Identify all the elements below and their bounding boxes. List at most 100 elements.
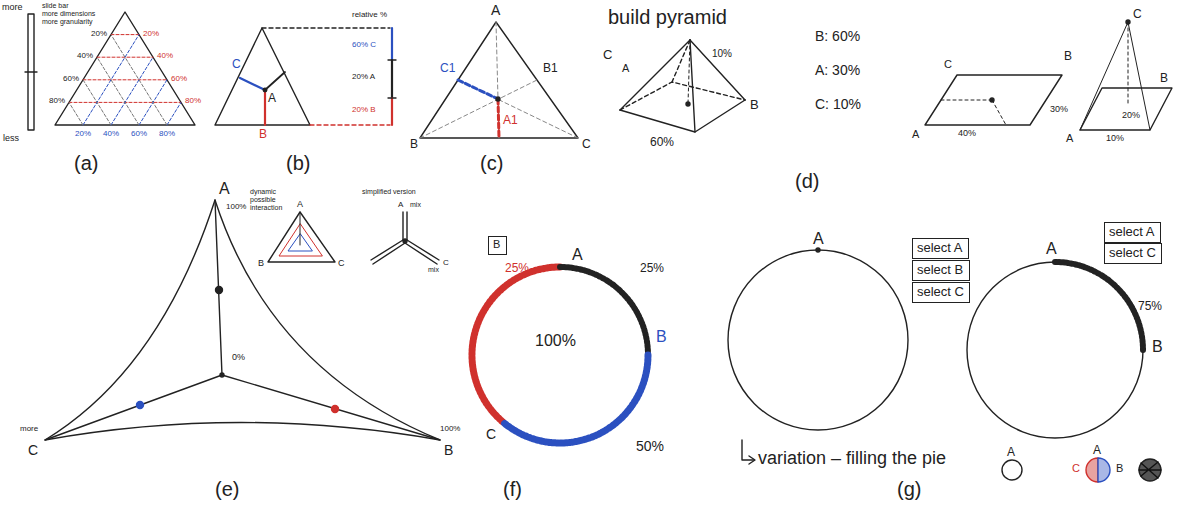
sketch-label: 60% C <box>352 40 376 49</box>
panel-caption: (d) <box>795 170 819 193</box>
sketch-label: 60% <box>63 74 79 83</box>
button-box: select A <box>1104 222 1161 243</box>
sketch-label: B <box>1160 72 1168 86</box>
triangle-medians <box>420 22 578 138</box>
sketch-label: A <box>398 200 403 209</box>
panel-caption: (e) <box>215 478 239 501</box>
sketch-label: B <box>656 328 667 346</box>
sketch-label: 40% <box>77 51 93 60</box>
sketch-label: B <box>444 442 453 458</box>
sketch-label: 80% <box>159 129 175 138</box>
sketch-label: variation – filling the pie <box>758 448 946 469</box>
sketch-label: C <box>486 426 496 442</box>
sketch-label: A <box>572 246 583 264</box>
sketch-label: 80% <box>49 96 65 105</box>
sketch-label: 80% <box>185 96 201 105</box>
sketch-label: C <box>603 48 612 63</box>
sketch-label: B <box>1064 50 1072 64</box>
sketch-label: 100% <box>535 332 576 350</box>
button-text: select A <box>917 240 963 256</box>
ternary-grid <box>55 12 195 125</box>
sketch-label: less <box>3 133 19 143</box>
sketch-label: mix <box>428 266 439 274</box>
sketch-label: more dimensions <box>42 10 95 18</box>
sketch-label: C <box>1133 8 1142 22</box>
sketch-label: more granularity <box>42 18 93 26</box>
sketch-label: mix <box>410 201 421 209</box>
small-pies <box>1002 458 1161 482</box>
sketch-label: B <box>259 128 267 142</box>
button-text: select C <box>1109 245 1156 261</box>
sketch-label: 60% <box>131 129 147 138</box>
sketch-label: 60% <box>171 74 187 83</box>
sketch-label: 25% <box>505 262 529 276</box>
sketch-label: more <box>2 2 23 12</box>
sketch-label: 20% <box>75 129 91 138</box>
sketch-label: B <box>1116 462 1123 475</box>
sketch-label: B <box>410 138 418 152</box>
sketch-label: A <box>912 128 919 141</box>
button-box: B <box>488 236 507 255</box>
nested-triangles <box>268 212 335 262</box>
button-box: select C <box>912 282 970 303</box>
button-box: select C <box>1104 243 1162 264</box>
sketch-label: more <box>20 424 38 433</box>
sketch-label: 25% <box>640 262 664 276</box>
pyramid-sketch <box>620 40 745 132</box>
sketch-label: A1 <box>503 114 518 128</box>
sketch-label: 30% <box>1050 104 1068 114</box>
sketch-label: 20% <box>143 29 159 38</box>
panel-caption: (f) <box>503 478 522 501</box>
sketch-label: 75% <box>1138 300 1162 314</box>
sketch-label: 10% <box>712 48 732 60</box>
sketch-label: C <box>944 58 952 71</box>
sketch-label: A <box>1093 444 1101 458</box>
button-box: select B <box>912 260 970 281</box>
sketch-label: A <box>813 230 824 248</box>
sketch-label: C <box>338 258 345 268</box>
sketch-label: A <box>491 2 500 18</box>
sketch-label: B <box>258 258 264 268</box>
curved-triangle <box>45 200 440 440</box>
panel-caption: (c) <box>480 152 503 175</box>
pie-circle <box>728 248 1143 438</box>
sketch-label: C <box>1072 462 1080 475</box>
sketch-label: B <box>750 98 759 113</box>
sketch-label: 60% <box>650 136 674 150</box>
sketch-label: 40% <box>103 129 119 138</box>
triangle-projection <box>215 28 396 125</box>
sketch-label: A <box>297 199 303 209</box>
panel-caption: (b) <box>286 152 310 175</box>
panel-caption: (g) <box>897 478 921 501</box>
plane-sketch <box>925 20 1172 130</box>
sketch-label: 100% <box>440 424 460 433</box>
button-text: select C <box>917 284 964 300</box>
sketch-label: C <box>28 442 38 458</box>
sketch-label: C <box>443 258 449 267</box>
sketch-label: A <box>1066 132 1073 145</box>
sketch-label: 20% <box>1122 110 1140 120</box>
sketch-label: 20% B <box>352 105 376 114</box>
sketch-label: C1 <box>440 62 455 76</box>
sketch-label: A <box>622 62 629 75</box>
sketch-label: C <box>582 138 591 152</box>
button-text: select B <box>917 262 963 278</box>
sketch-label: A <box>219 180 230 198</box>
sketch-label: slide bar <box>42 2 68 10</box>
sketch-label: A <box>1007 446 1015 460</box>
slider-arms <box>371 212 439 264</box>
sketch-label: 100% <box>226 202 246 211</box>
sketch-label: 40% <box>958 128 976 138</box>
sketch-label: 50% <box>636 438 664 454</box>
sketch-label: 20% <box>91 29 107 38</box>
panel-caption: (a) <box>74 152 98 175</box>
sketch-label: A: 30% <box>815 62 860 78</box>
sketch-label: C: 10% <box>815 96 861 112</box>
sketch-label: 20% A <box>352 72 375 81</box>
sketch-label: B <box>1152 338 1163 356</box>
sketch-label: 10% <box>1106 133 1124 143</box>
sketch-label: build pyramid <box>608 6 727 29</box>
button-text: select A <box>1109 224 1155 240</box>
variation-arrow <box>742 440 755 464</box>
